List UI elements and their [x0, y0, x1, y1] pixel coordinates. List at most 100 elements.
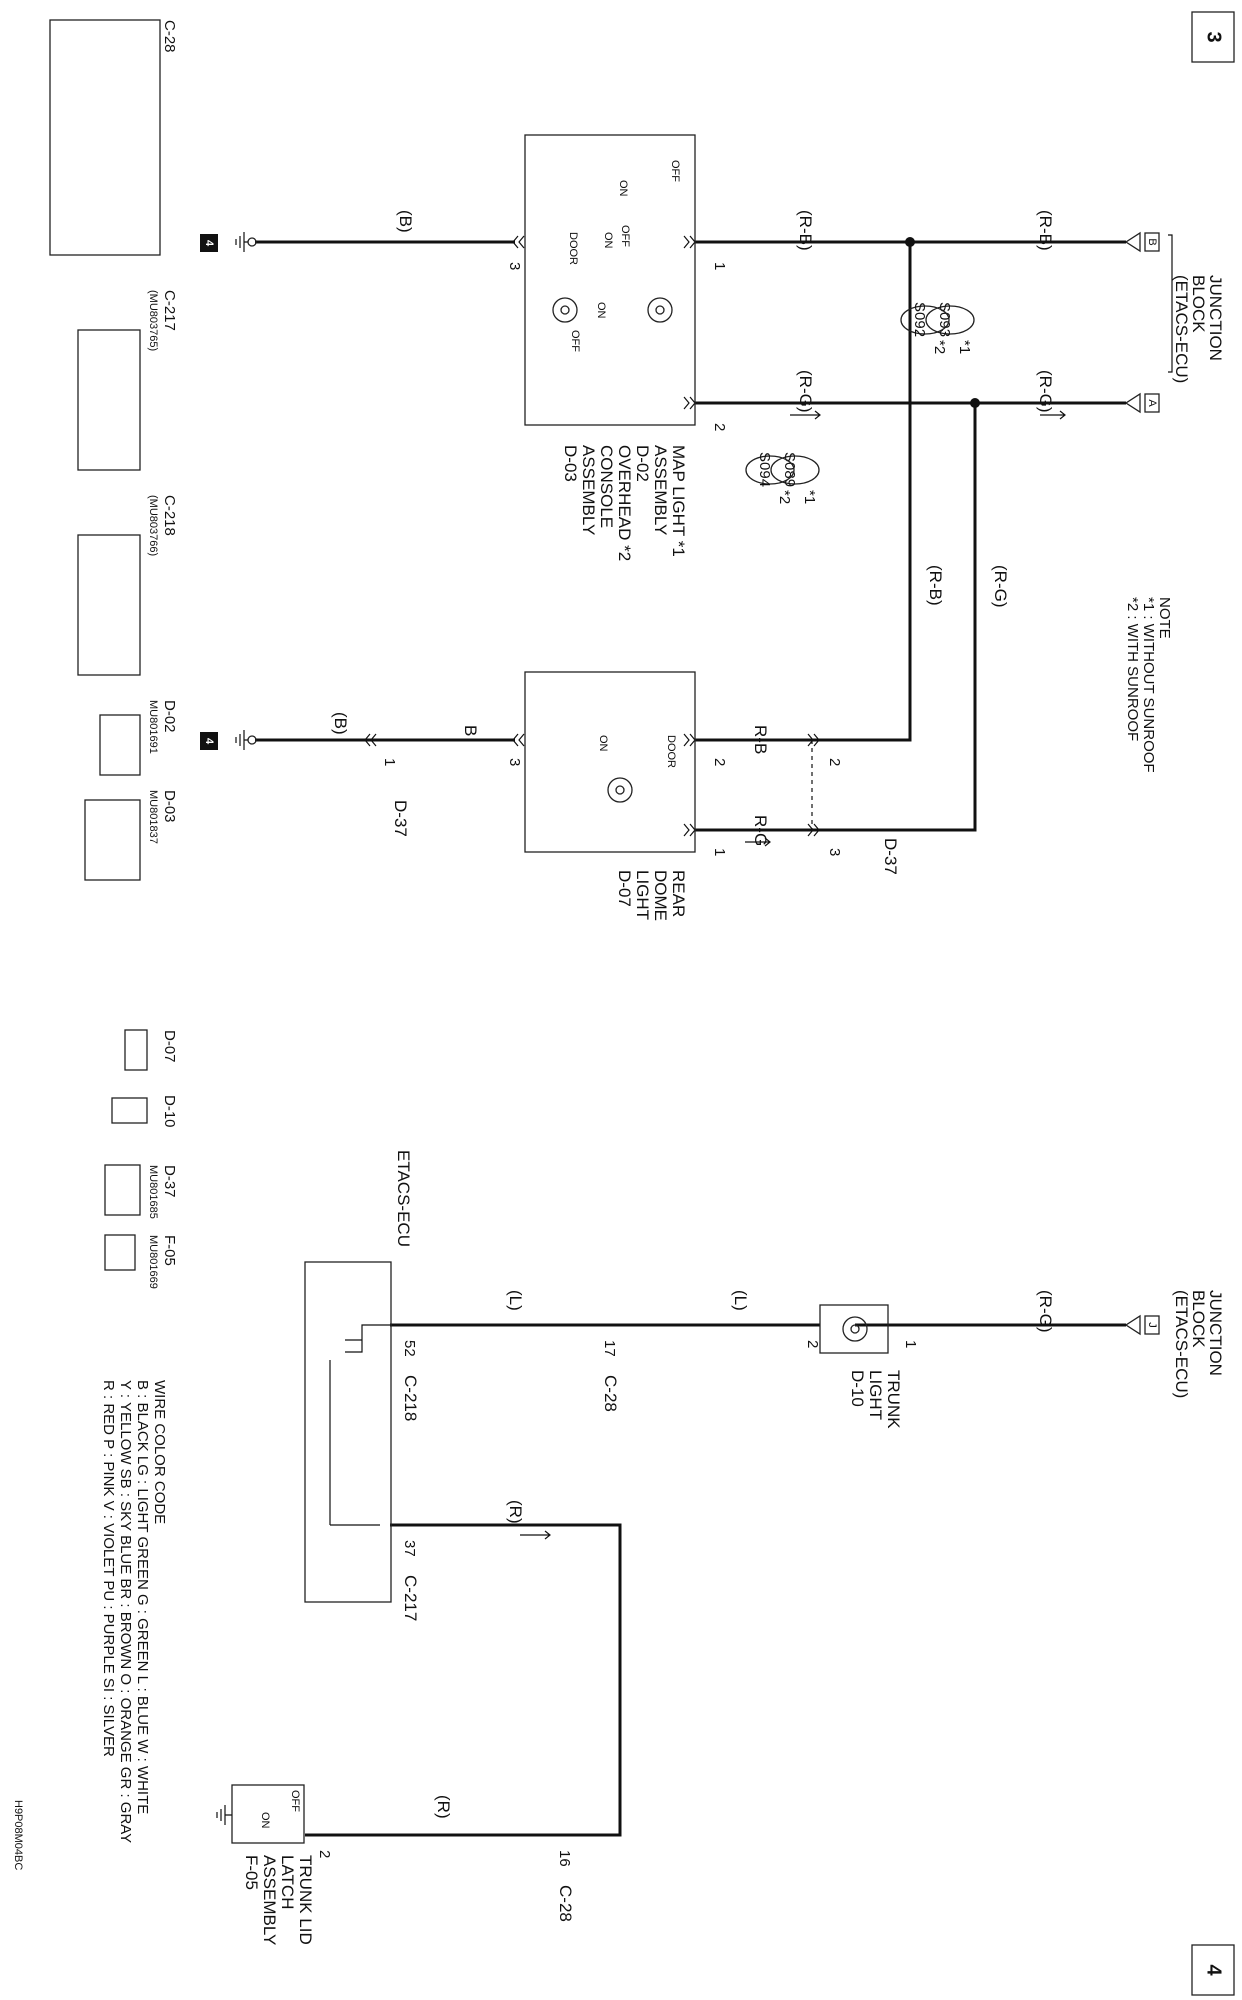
svg-text:OFF: OFF — [289, 1790, 301, 1812]
svg-text:LATCH: LATCH — [278, 1855, 297, 1909]
svg-text:(B): (B) — [396, 210, 415, 233]
svg-text:CONSOLE: CONSOLE — [597, 445, 616, 528]
svg-text:ON: ON — [602, 232, 614, 249]
svg-text:OVERHEAD *2: OVERHEAD *2 — [615, 445, 634, 561]
pin-numbers-upper: 1 2 3 2 1 3 2 3 1 — [381, 262, 843, 856]
svg-text:C-28: C-28 — [161, 20, 178, 53]
svg-text:*2: *2 — [931, 340, 948, 354]
svg-text:*1: *1 — [956, 340, 973, 354]
svg-text:MU801691: MU801691 — [147, 700, 159, 754]
svg-text:S094: S094 — [756, 452, 773, 487]
svg-text:1: 1 — [711, 848, 728, 856]
trunk-latch-box — [231, 1784, 305, 1844]
map-light-box — [524, 134, 696, 426]
svg-text:D-02: D-02 — [161, 700, 178, 733]
svg-text:DOME: DOME — [651, 870, 670, 921]
svg-text:1: 1 — [711, 262, 728, 270]
svg-text:*1: *1 — [801, 490, 818, 504]
svg-text:2: 2 — [804, 1340, 821, 1348]
chevrons — [364, 235, 820, 837]
svg-text:*1 : WITHOUT SUNROOF: *1 : WITHOUT SUNROOF — [1140, 597, 1157, 773]
svg-text:R-G: R-G — [751, 815, 770, 846]
svg-text:D-37: D-37 — [881, 838, 900, 875]
svg-text:(MU803766): (MU803766) — [147, 495, 159, 556]
junction-block-label-top: JUNCTION BLOCK (ETACS-ECU) — [1172, 275, 1225, 383]
svg-text:2: 2 — [711, 758, 728, 766]
svg-text:1: 1 — [902, 1340, 919, 1348]
page-4-marker: 4 — [1191, 1944, 1235, 1996]
svg-text:(R-G): (R-G) — [991, 565, 1010, 607]
splice-labels: S093 *1 S092 *2 S089 *1 S094 *2 — [745, 302, 975, 504]
svg-text:BLOCK: BLOCK — [1189, 1290, 1208, 1348]
svg-text:D-37: D-37 — [161, 1165, 178, 1198]
svg-text:(R-G): (R-G) — [1036, 370, 1055, 412]
svg-text:3: 3 — [506, 758, 523, 766]
rear-dome-box — [524, 671, 696, 853]
svg-text:A: A — [1146, 399, 1158, 407]
svg-text:JUNCTION: JUNCTION — [1206, 275, 1225, 361]
ground-ref-1: 4 — [200, 234, 218, 252]
svg-text:ASSEMBLY: ASSEMBLY — [579, 445, 598, 535]
svg-text:1: 1 — [381, 758, 398, 766]
svg-text:S089: S089 — [781, 452, 798, 487]
svg-text:4: 4 — [1203, 1964, 1225, 1976]
svg-text:D-07: D-07 — [161, 1030, 178, 1063]
svg-text:OFF: OFF — [669, 160, 681, 182]
svg-text:2: 2 — [711, 423, 728, 431]
svg-text:F-05: F-05 — [161, 1235, 178, 1266]
etacs-ecu-box — [304, 1261, 392, 1603]
svg-text:DOOR: DOOR — [567, 232, 579, 265]
svg-text:4: 4 — [203, 240, 215, 247]
junction-terminal-a: A — [1124, 392, 1160, 414]
svg-text:2: 2 — [826, 758, 843, 766]
svg-text:ON: ON — [595, 302, 607, 319]
component-labels-upper: MAP LIGHT *1 ASSEMBLY D-02 OVERHEAD *2 C… — [391, 445, 900, 921]
svg-text:LIGHT: LIGHT — [633, 870, 652, 920]
svg-text:C-218: C-218 — [401, 1375, 420, 1421]
trunk-light-box — [819, 1304, 889, 1354]
svg-text:REAR: REAR — [669, 870, 688, 917]
svg-text:TRUNK LID: TRUNK LID — [296, 1855, 315, 1945]
svg-text:ETACS-ECU: ETACS-ECU — [394, 1150, 413, 1247]
svg-text:(ETACS-ECU): (ETACS-ECU) — [1172, 1290, 1191, 1398]
svg-text:(B): (B) — [331, 712, 350, 735]
bulbs — [552, 297, 673, 803]
svg-text:ON: ON — [617, 180, 629, 197]
svg-text:16: 16 — [556, 1850, 573, 1867]
svg-text:52: 52 — [401, 1340, 418, 1357]
svg-text:R-B: R-B — [751, 725, 770, 754]
svg-text:MU801669: MU801669 — [147, 1235, 159, 1289]
svg-text:(R-B): (R-B) — [796, 210, 815, 251]
svg-text:(R-B): (R-B) — [926, 565, 945, 606]
svg-text:(ETACS-ECU): (ETACS-ECU) — [1172, 275, 1191, 383]
svg-text:(MU803765): (MU803765) — [147, 290, 159, 351]
svg-text:(R-G): (R-G) — [796, 370, 815, 412]
svg-text:17: 17 — [601, 1340, 618, 1357]
wire-r-latch — [305, 1523, 622, 1837]
svg-text:(R): (R) — [434, 1795, 453, 1819]
svg-text:(L): (L) — [731, 1290, 750, 1311]
svg-text:R : RED P : PINK V : VIOLE: R : RED P : PINK V : VIOLET PU : PURPLE … — [100, 1380, 117, 1757]
note-block: NOTE *1 : WITHOUT SUNROOF *2 : WITH SUNR… — [1124, 597, 1173, 773]
svg-text:B : BLACK LG : LIGHT GREEN: B : BLACK LG : LIGHT GREEN G : GREEN L :… — [134, 1380, 151, 1814]
svg-text:(R): (R) — [506, 1500, 525, 1524]
ground-symbol-3 — [216, 1805, 232, 1825]
svg-text:S093: S093 — [936, 302, 953, 337]
svg-text:(R-B): (R-B) — [1036, 210, 1055, 251]
svg-text:*2 : WITH SUNROOF: *2 : WITH SUNROOF — [1124, 597, 1141, 741]
latch-switch-labels: OFF ON — [259, 1790, 301, 1829]
svg-text:D-07: D-07 — [615, 870, 634, 907]
svg-text:*2: *2 — [776, 490, 793, 504]
wire-labels-upper: (R-B) (R-B) (R-G) (R-G) (R-B) (R-G) (B) … — [331, 210, 1055, 846]
svg-text:S092: S092 — [911, 302, 928, 337]
svg-text:D-37: D-37 — [391, 800, 410, 837]
svg-text:MU801837: MU801837 — [147, 790, 159, 844]
svg-text:B: B — [1146, 238, 1158, 245]
svg-text:D-10: D-10 — [848, 1370, 867, 1407]
svg-text:DOOR: DOOR — [665, 735, 677, 768]
junction-terminal-b: B — [1124, 231, 1160, 253]
connector-faces: C-28 C-217 (MU803765) C-218 (MU803766) D… — [49, 19, 178, 1289]
svg-text:NOTE: NOTE — [1156, 597, 1173, 639]
ground-ref-2: 4 — [200, 732, 218, 750]
